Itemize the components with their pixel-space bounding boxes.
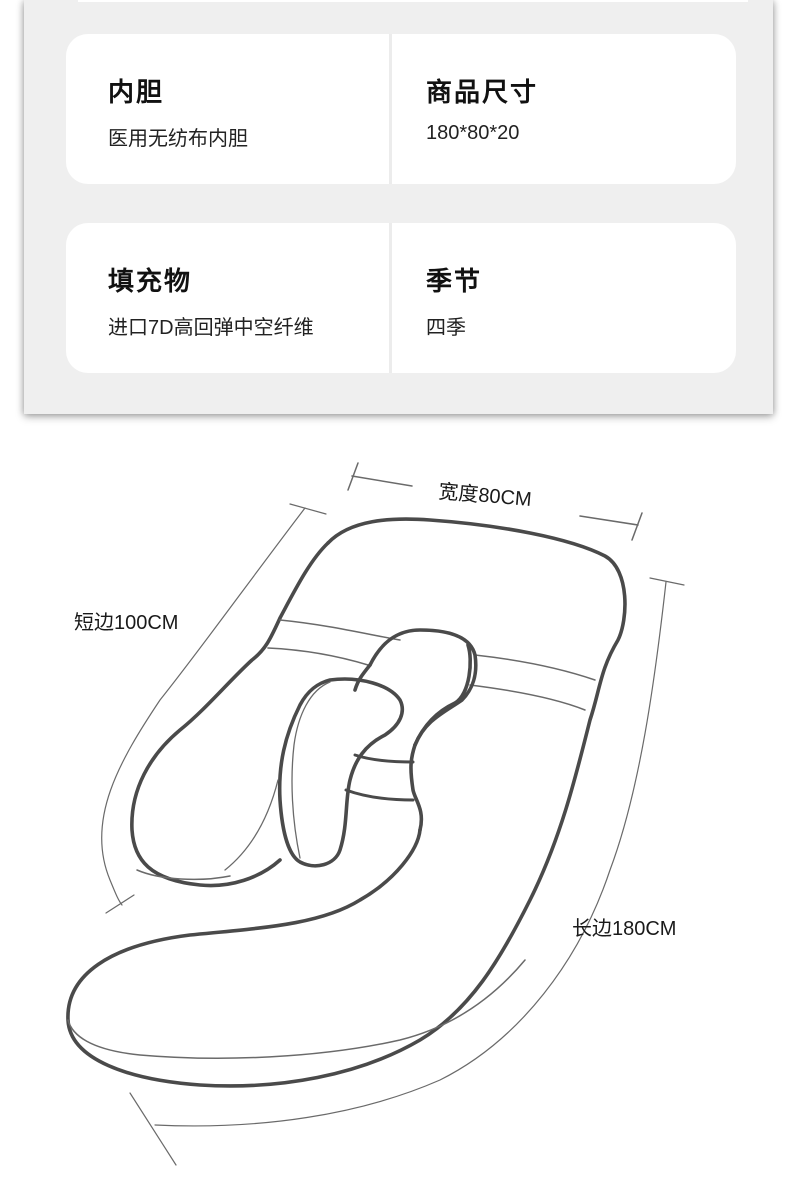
spec-value: 180*80*20 — [426, 122, 520, 144]
spec-panel: 内胆 医用无纺布内胆 商品尺寸 180*80*20 填充物 进口7D高回弹中空纤… — [24, 0, 773, 414]
pillow-center-piece — [353, 628, 478, 747]
spec-value: 进口7D高回弹中空纤维 — [108, 317, 314, 339]
spec-label: 季节 — [426, 266, 483, 296]
top-strip — [78, 0, 748, 2]
long-side-dimension-line — [129, 577, 685, 1166]
pillow-wing-piece — [277, 677, 405, 868]
pillow-thickness-lines — [67, 619, 596, 1059]
spec-divider — [389, 34, 392, 184]
spec-cell-size: 商品尺寸 180*80*20 — [392, 34, 736, 184]
pillow-outline-icon — [66, 462, 685, 1166]
short-side-dimension-label: 短边100CM — [74, 612, 179, 634]
short-side-dimension-line — [101, 503, 327, 914]
spec-label: 填充物 — [108, 266, 193, 296]
spec-card-row-2: 填充物 进口7D高回弹中空纤维 季节 四季 — [66, 223, 736, 373]
spec-value: 医用无纺布内胆 — [108, 128, 248, 150]
long-side-dimension-label: 长边180CM — [572, 918, 677, 940]
spec-cell-season: 季节 四季 — [392, 223, 736, 373]
spec-divider — [389, 223, 392, 373]
spec-value: 四季 — [426, 317, 466, 339]
pillow-wing-inner-edge — [224, 681, 331, 871]
spec-cell-inner-liner: 内胆 医用无纺布内胆 — [66, 34, 389, 184]
pillow-dimension-diagram: 宽度80CM 短边100CM 长边180CM — [0, 420, 790, 1182]
width-dimension-line — [347, 462, 643, 541]
spec-label: 内胆 — [108, 77, 165, 107]
spec-cell-filling: 填充物 进口7D高回弹中空纤维 — [66, 223, 389, 373]
spec-card-row-1: 内胆 医用无纺布内胆 商品尺寸 180*80*20 — [66, 34, 736, 184]
spec-label: 商品尺寸 — [426, 77, 539, 107]
